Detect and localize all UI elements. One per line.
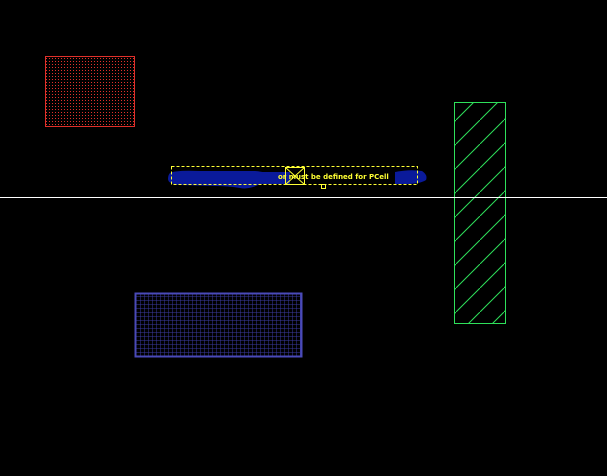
- pcell-instance[interactable]: or must be defined for PCell: [168, 166, 427, 189]
- red-dotted-shape[interactable]: [45, 56, 135, 127]
- green-hatched-shape[interactable]: [454, 102, 506, 324]
- x-box-icon: [285, 167, 305, 185]
- pcell-label: or must be defined for PCell: [278, 173, 389, 181]
- pcell-handle[interactable]: [321, 184, 326, 189]
- blue-grid-shape[interactable]: [134, 292, 303, 358]
